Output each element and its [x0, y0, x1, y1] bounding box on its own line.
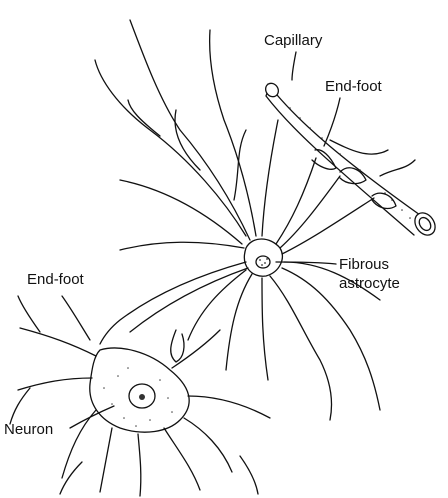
capillary-vessel — [265, 82, 436, 236]
capillary-end-feet — [311, 139, 416, 210]
label-leader-lines — [61, 51, 341, 429]
fibrous-astrocyte — [94, 19, 381, 421]
neuron-cell — [9, 295, 271, 497]
fibrous-astrocyte-label-line1: Fibrous — [339, 256, 390, 273]
end-foot-label-neuron: End-foot — [27, 271, 84, 288]
neuron-label: Neuron — [4, 421, 54, 438]
end-foot-label-capillary: End-foot — [325, 78, 382, 95]
fibrous-astrocyte-label-line2: astrocyte — [339, 275, 400, 292]
capillary-label: Capillary — [264, 32, 323, 49]
